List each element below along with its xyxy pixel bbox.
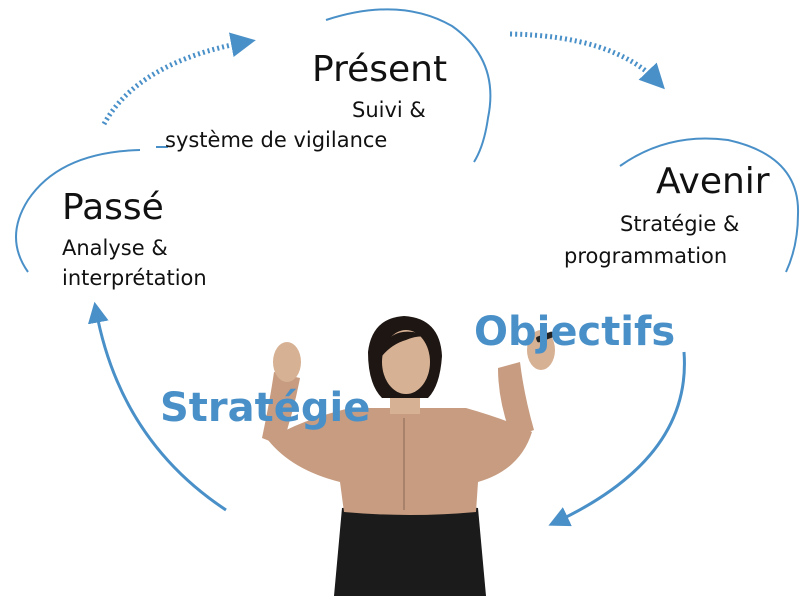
passe-line2: interprétation bbox=[62, 266, 207, 290]
present-line2: système de vigilance bbox=[165, 128, 388, 152]
avenir-title: Avenir bbox=[656, 161, 770, 202]
present-line1: Suivi & bbox=[352, 98, 426, 122]
present-arc-line bbox=[325, 8, 492, 163]
passe-title: Passé bbox=[62, 187, 164, 228]
woman-right-forearm bbox=[498, 362, 534, 438]
woman-photo bbox=[262, 316, 555, 596]
woman-face bbox=[382, 330, 430, 394]
woman-left-forearm bbox=[262, 372, 300, 446]
passe-line1: Analyse & bbox=[62, 236, 168, 260]
strategie-label: Stratégie bbox=[160, 385, 371, 431]
avenir-line2: programmation bbox=[564, 244, 728, 268]
dotted-arrow-right bbox=[509, 31, 665, 90]
woman-left-hand bbox=[273, 342, 301, 382]
woman-skirt bbox=[334, 504, 486, 596]
marker-pen bbox=[536, 331, 554, 343]
strategie-arrow bbox=[87, 301, 227, 512]
objectifs-arrow bbox=[548, 351, 686, 527]
avenir-line1: Stratégie & bbox=[620, 212, 740, 236]
dotted-arrow-left bbox=[101, 32, 256, 126]
present-title: Présent bbox=[312, 49, 448, 90]
woman-right-hand bbox=[527, 330, 555, 370]
objectifs-label: Objectifs bbox=[474, 309, 676, 355]
passe-arc-line bbox=[15, 149, 141, 273]
avenir-arc-line bbox=[619, 137, 800, 273]
woman-blouse bbox=[268, 408, 532, 515]
